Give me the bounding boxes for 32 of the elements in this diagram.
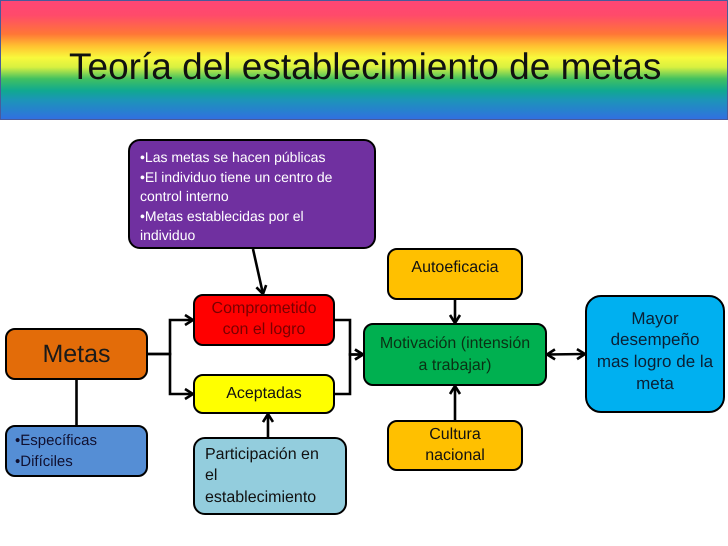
process-box xyxy=(193,294,335,346)
box-label: Motivación (intensión a trabajar) xyxy=(378,334,532,376)
double-arrow xyxy=(546,348,586,361)
bullet-item: •Específicas xyxy=(15,431,98,451)
arrow xyxy=(448,300,462,324)
process-box xyxy=(5,328,148,380)
arrow xyxy=(148,352,194,400)
box-label: Cultura nacional xyxy=(424,424,486,466)
arrow xyxy=(448,384,462,420)
bullet-item: •Metas establecidas por el individuo xyxy=(140,206,305,246)
process-box xyxy=(193,374,335,414)
bullet-item: •Difíciles xyxy=(15,452,74,472)
process-box xyxy=(193,437,347,515)
process-box xyxy=(128,139,376,249)
bullet-item: •Las metas se hacen públicas xyxy=(140,148,326,167)
process-box xyxy=(585,295,725,413)
arrow xyxy=(252,248,268,296)
arrow xyxy=(262,412,274,437)
connector-line xyxy=(75,380,78,425)
bullet-item: •El individuo tiene un centro de control interno xyxy=(140,168,334,206)
slide-title: Teoría del establecimiento de metas xyxy=(69,46,662,89)
process-box xyxy=(363,323,547,386)
process-box xyxy=(5,425,148,477)
process-box xyxy=(387,248,523,300)
process-box xyxy=(387,420,523,471)
box-label: Metas xyxy=(41,339,112,369)
arrow xyxy=(335,348,364,396)
box-label: Comprometido con el logro xyxy=(210,299,318,340)
box-label: Participación en el establecimiento xyxy=(205,444,320,508)
box-label: Mayor desempeño mas logro de la meta xyxy=(596,308,714,394)
box-label: Aceptadas xyxy=(225,384,303,404)
box-label: Autoeficacia xyxy=(410,258,500,278)
